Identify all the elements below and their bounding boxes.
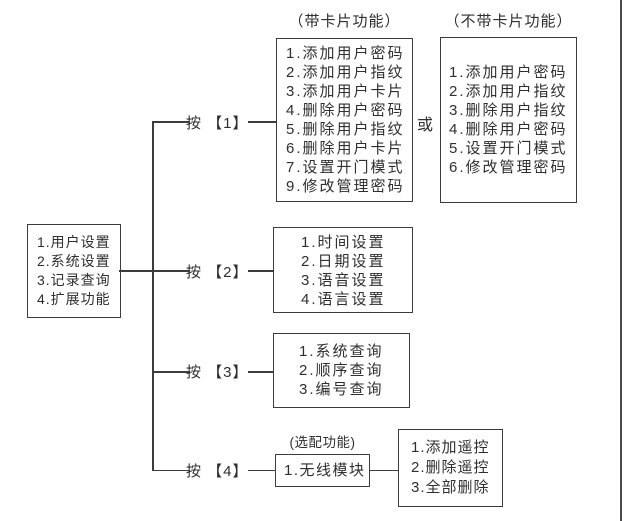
no-card-functions-title: （不带卡片功能） [444, 13, 573, 30]
or-connector-label: 或 [417, 117, 434, 134]
menu-item: 1.系统查询 [299, 343, 384, 360]
menu-item: 4.扩展功能 [37, 291, 111, 307]
optional-function-title: (选配功能) [289, 435, 356, 450]
menu-item: 1.添加用户密码 [286, 45, 405, 62]
press-key-4-label: 按 【4】 [186, 463, 249, 480]
card-functions-title: （带卡片功能） [288, 13, 401, 30]
no-card-functions-box: 1.添加用户密码 2.添加用户指纹 3.删除用户指纹 4.删除用户密码 5.设置… [440, 37, 577, 203]
menu-item: 3.添加用户卡片 [286, 83, 405, 100]
menu-item: 5.设置开门模式 [449, 140, 568, 157]
menu-item: 5.删除用户指纹 [286, 121, 405, 138]
connector-line [370, 469, 398, 471]
remote-control-box: 1.添加遥控 2.删除遥控 3.全部删除 [398, 429, 503, 507]
menu-item: 1.时间设置 [301, 234, 386, 251]
menu-item: 2.顺序查询 [299, 362, 384, 379]
branch-trunk-line [152, 121, 154, 471]
menu-item: 9.修改管理密码 [286, 178, 405, 195]
connector-line [152, 121, 190, 123]
connector-line [248, 121, 276, 123]
menu-item: 4.删除用户密码 [449, 121, 568, 138]
record-query-box: 1.系统查询 2.顺序查询 3.编号查询 [273, 333, 410, 408]
root-menu-box: 1.用户设置 2.系统设置 3.记录查询 4.扩展功能 [27, 224, 121, 318]
connector-line [152, 371, 190, 373]
menu-item: 1.添加遥控 [411, 439, 490, 456]
menu-item: 2.添加用户指纹 [449, 83, 568, 100]
menu-item: 2.日期设置 [301, 253, 386, 270]
menu-item: 1.无线模块 [284, 462, 366, 479]
connector-line [248, 371, 273, 373]
menu-item: 3.删除用户指纹 [449, 102, 568, 119]
menu-item: 2.系统设置 [37, 253, 111, 269]
menu-item: 1.添加用户密码 [449, 64, 568, 81]
menu-item: 6.修改管理密码 [449, 159, 568, 176]
menu-item: 3.语音设置 [301, 272, 386, 289]
menu-item: 3.记录查询 [37, 272, 111, 288]
connector-line [248, 270, 273, 272]
connector-line [248, 469, 275, 471]
connector-line [119, 270, 190, 272]
menu-item: 6.删除用户卡片 [286, 140, 405, 157]
menu-item: 2.删除遥控 [411, 459, 490, 476]
press-key-1-label: 按 【1】 [186, 115, 249, 132]
scan-artifact-line [620, 0, 622, 521]
card-functions-box: 1.添加用户密码 2.添加用户指纹 3.添加用户卡片 4.删除用户密码 5.删除… [276, 38, 413, 202]
menu-item: 3.全部删除 [411, 479, 490, 496]
connector-line [152, 469, 190, 471]
menu-item: 3.编号查询 [299, 381, 384, 398]
menu-item: 4.语言设置 [301, 291, 386, 308]
menu-item: 1.用户设置 [37, 234, 111, 250]
wireless-module-box: 1.无线模块 [275, 454, 370, 487]
menu-item: 2.添加用户指纹 [286, 64, 405, 81]
press-key-2-label: 按 【2】 [186, 264, 249, 281]
menu-item: 7.设置开门模式 [286, 159, 405, 176]
press-key-3-label: 按 【3】 [186, 364, 249, 381]
menu-item: 4.删除用户密码 [286, 102, 405, 119]
system-settings-box: 1.时间设置 2.日期设置 3.语音设置 4.语言设置 [273, 227, 413, 313]
